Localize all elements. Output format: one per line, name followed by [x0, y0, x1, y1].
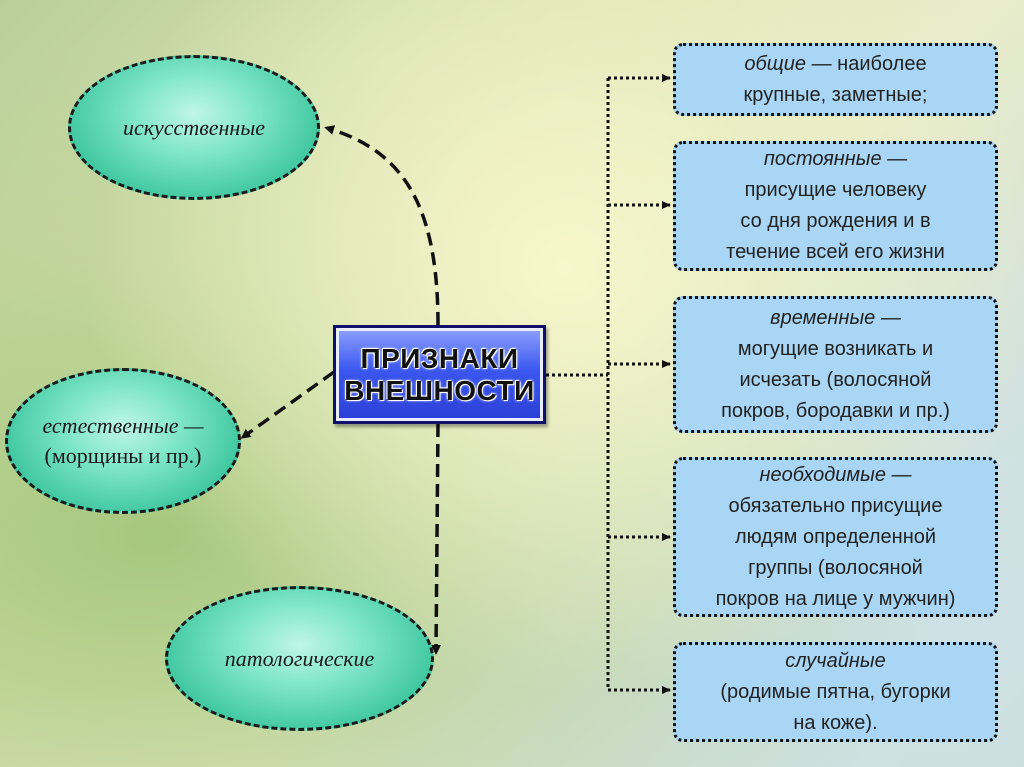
box-temporary-line: могущие возникать и [737, 337, 934, 360]
oval-artificial-label: искусственные [122, 114, 266, 140]
box-general-term: общие — [744, 52, 832, 75]
center-title-line1: ПРИЗНАКИ [360, 343, 519, 375]
center-title-box: ПРИЗНАКИ ВНЕШНОСТИ [333, 325, 546, 424]
box-necessary-line: покров на лице у мужчин) [715, 587, 956, 610]
box-general-first-line: общие — наиболее [744, 49, 926, 80]
box-permanent-line: со дня рождения и в [740, 210, 931, 232]
oval-natural-note: (морщины и пр.) [44, 443, 202, 468]
box-temporary-line: покров, бородавки и пр.) [721, 399, 950, 422]
box-permanent: постоянные — присущие человеку со дня ро… [673, 141, 998, 271]
box-general: общие — наиболее крупные, заметные; [673, 43, 998, 116]
box-permanent-line: течение всей его жизни [726, 241, 945, 263]
oval-natural: естественные — (морщины и пр.) [5, 368, 241, 514]
box-random-term: случайные [785, 649, 886, 672]
arrow-to-natural [240, 370, 336, 439]
box-necessary-line: обязательно присущие [728, 494, 943, 517]
oval-artificial: искусственные [68, 55, 320, 200]
box-necessary-line: людям определенной [734, 525, 937, 548]
box-permanent-line: присущие человеку [744, 179, 927, 201]
box-general-text: наиболее [837, 52, 927, 75]
oval-pathological-label: патологические [224, 645, 375, 671]
oval-pathological: патологические [165, 586, 434, 731]
box-temporary: временные — могущие возникать и исчезать… [673, 296, 998, 433]
oval-natural-label: естественные — [42, 413, 204, 439]
box-general-line: крупные, заметные; [743, 83, 928, 106]
box-necessary: необходимые — обязательно присущие людям… [673, 457, 998, 617]
box-permanent-term: постоянные — [763, 148, 908, 170]
box-temporary-term: временные — [770, 306, 901, 329]
box-necessary-term: необходимые — [759, 463, 912, 486]
arrow-to-pathological [431, 423, 442, 655]
box-temporary-line: исчезать (волосяной [739, 368, 932, 391]
center-title-line2: ВНЕШНОСТИ [344, 374, 535, 406]
arrow-to-artificial [324, 125, 440, 326]
box-random: случайные (родимые пятна, бугорки на кож… [673, 642, 998, 742]
box-random-line: (родимые пятна, бугорки [720, 680, 951, 703]
box-necessary-line: группы (волосяной [748, 556, 923, 579]
box-random-line: на коже). [793, 711, 878, 734]
